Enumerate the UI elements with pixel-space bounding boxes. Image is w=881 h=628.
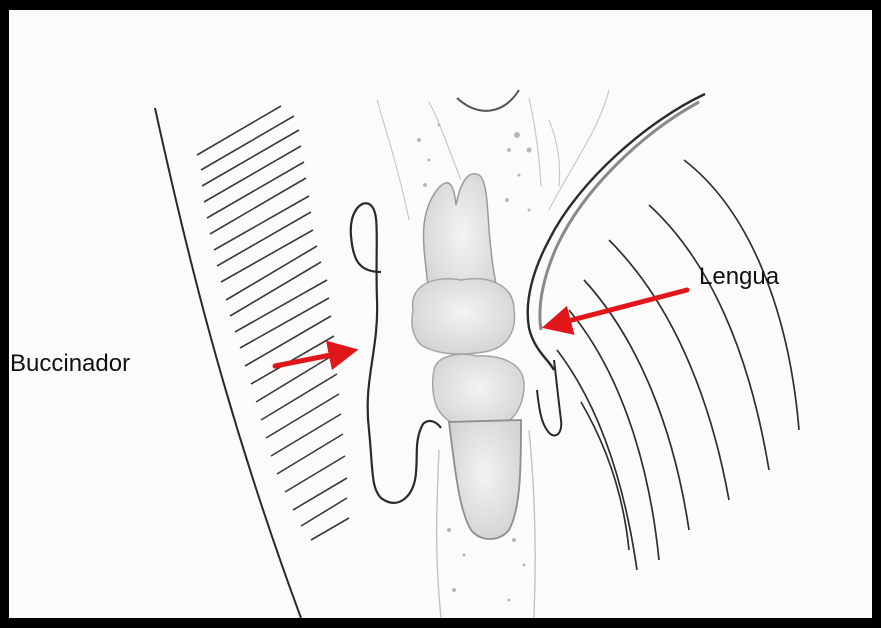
lengua-label: Lengua <box>699 265 779 289</box>
tongue-muscle-lines <box>557 160 799 570</box>
lingual-pocket-outline <box>537 360 561 435</box>
upper-tooth-crown <box>412 279 515 354</box>
sketch-panel: Buccinador Lengua <box>9 10 872 618</box>
mandible-outline <box>437 450 441 618</box>
buccinador-arrow <box>275 351 351 366</box>
buccinator-muscle-hatching <box>197 106 349 540</box>
buccinador-label: Buccinador <box>10 352 130 376</box>
palate-curve <box>457 90 519 111</box>
lower-tooth-crown <box>433 354 524 430</box>
lengua-arrow <box>549 290 687 326</box>
mandible-outline-right <box>529 430 535 618</box>
lower-tooth-root <box>449 420 521 539</box>
tooth-cross-section-sketch <box>9 10 872 618</box>
